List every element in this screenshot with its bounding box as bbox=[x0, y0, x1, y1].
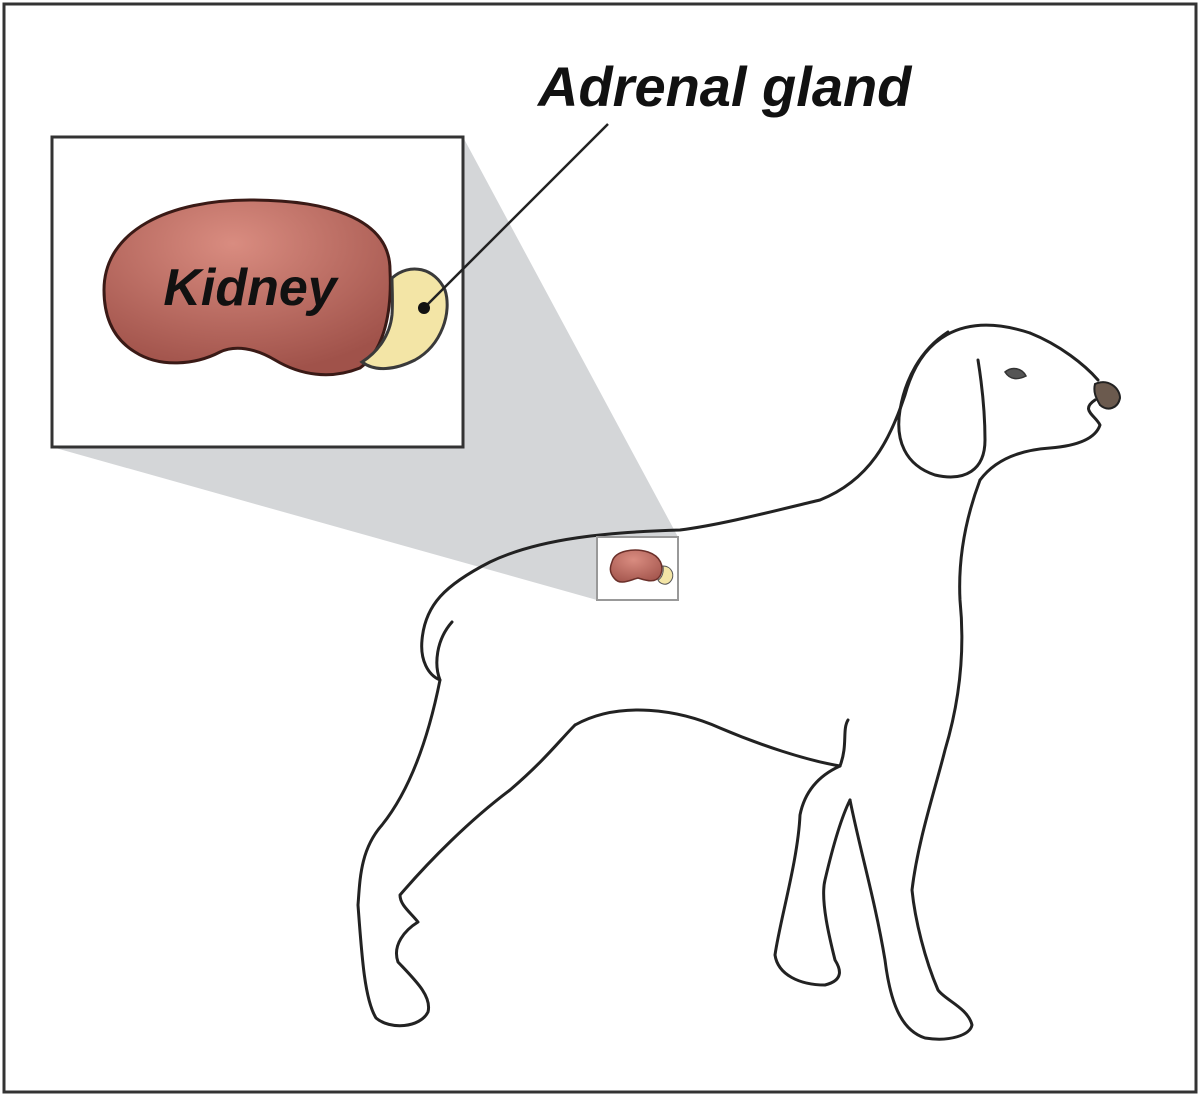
dog-outline-icon bbox=[356, 323, 1102, 1041]
kidney-icon bbox=[102, 198, 392, 377]
kidney-location-icon bbox=[609, 549, 674, 585]
adrenal-gland-label: Adrenal gland bbox=[536, 55, 913, 118]
adrenal-gland-icon bbox=[359, 267, 449, 370]
dog-eye-icon bbox=[1004, 367, 1028, 380]
adrenal-pointer-dot bbox=[418, 302, 430, 314]
kidney-label: Kidney bbox=[163, 259, 339, 317]
dog-nose-icon bbox=[1093, 381, 1122, 410]
adrenal-leader-line bbox=[423, 123, 609, 309]
